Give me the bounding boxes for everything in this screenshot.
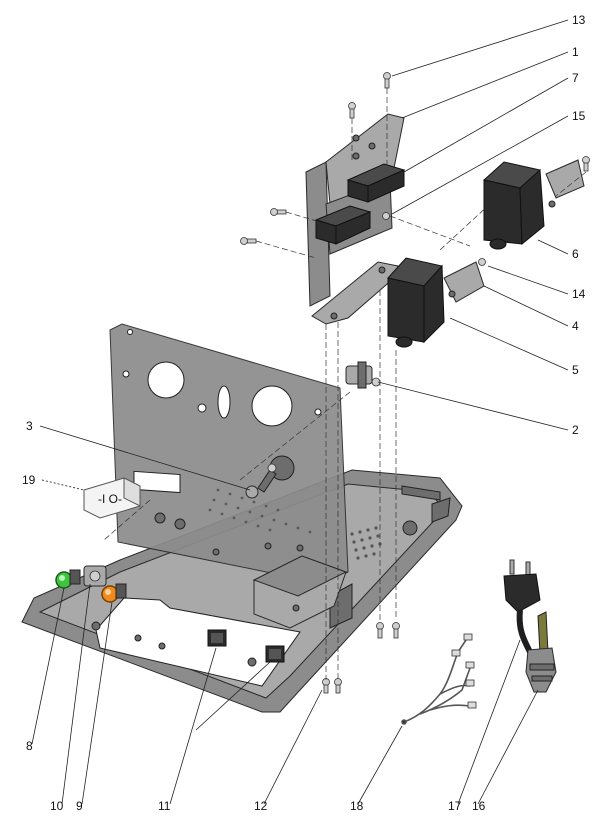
callout-10: 10 xyxy=(50,799,64,813)
switch-module: -I O- xyxy=(83,477,141,519)
screw-side-1 xyxy=(270,208,287,216)
callout-3: 3 xyxy=(26,419,33,433)
callout-labels: 13 1 7 15 6 14 4 5 2 3 19 8 10 9 11 12 1… xyxy=(22,13,586,813)
callout-8: 8 xyxy=(26,739,33,753)
screw-side-2 xyxy=(240,237,257,245)
screw-12a xyxy=(322,678,330,694)
connector-3 xyxy=(245,463,277,499)
callout-12: 12 xyxy=(254,799,268,813)
indicator-lamp-orange xyxy=(101,583,127,603)
callout-16: 16 xyxy=(472,799,486,813)
callout-6: 6 xyxy=(572,247,579,261)
fuse-holder xyxy=(345,361,381,389)
switch-module-label: -I O- xyxy=(98,492,122,506)
callout-1: 1 xyxy=(572,45,579,59)
relay-lower xyxy=(314,205,372,245)
relay-upper xyxy=(346,163,406,203)
wire-harness xyxy=(401,633,477,725)
callout-5: 5 xyxy=(572,363,579,377)
power-cord xyxy=(503,559,557,693)
callout-18: 18 xyxy=(350,799,364,813)
screw-bottom-2 xyxy=(392,622,400,639)
rocker-switch-2 xyxy=(265,645,285,663)
screw-14 xyxy=(478,258,486,266)
back-panel xyxy=(109,323,349,585)
leader-lines xyxy=(31,19,569,805)
assembly-lines xyxy=(103,88,587,680)
rocker-switch-1 xyxy=(207,629,227,647)
screw-12b xyxy=(334,678,342,694)
callout-13: 13 xyxy=(572,13,586,27)
callout-14: 14 xyxy=(572,287,586,301)
indicator-lamp-green xyxy=(55,569,81,589)
callout-17: 17 xyxy=(448,799,462,813)
callout-11: 11 xyxy=(158,799,171,813)
rotary-switch xyxy=(83,565,107,587)
callout-7: 7 xyxy=(572,71,579,85)
screw-bottom-1 xyxy=(376,622,384,639)
screw-upper-left xyxy=(348,102,356,119)
transformer-6 xyxy=(482,159,585,250)
transformer-5 xyxy=(387,257,485,348)
callout-19: 19 xyxy=(22,473,36,487)
callout-4: 4 xyxy=(572,319,579,333)
callout-15: 15 xyxy=(572,109,586,123)
psu-box xyxy=(252,555,348,629)
screw-top-right xyxy=(582,156,590,172)
screw-13 xyxy=(383,72,391,89)
callout-9: 9 xyxy=(76,799,83,813)
callout-2: 2 xyxy=(572,423,579,437)
screw-15 xyxy=(382,212,390,220)
